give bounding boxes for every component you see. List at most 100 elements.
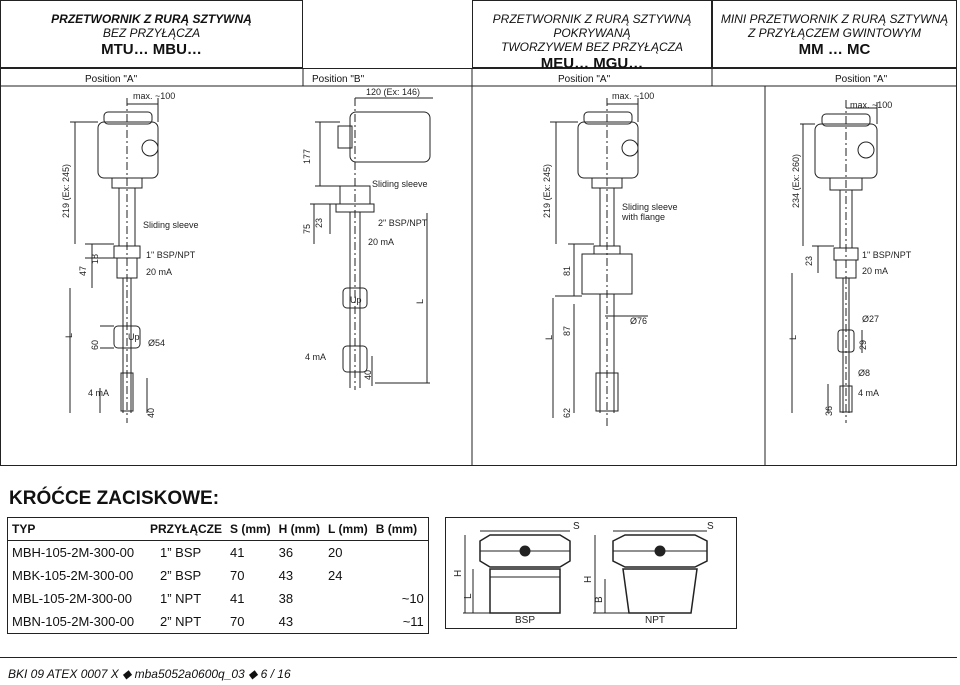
fitting1-l: L — [463, 593, 474, 599]
fitting-diagram: S S H L H B BSP NPT — [453, 521, 714, 626]
fitting-diagram-box — [445, 517, 737, 629]
col-l: L (mm) — [324, 517, 372, 541]
col-typ: TYP — [7, 517, 146, 541]
d2-top: 120 (Ex: 146) — [366, 87, 420, 97]
col-h: H (mm) — [274, 517, 325, 541]
d3-sleeve1: Sliding sleeve — [622, 202, 678, 212]
drawing-frame — [0, 68, 957, 466]
position-label: Position "A" — [558, 74, 611, 85]
cell: 41 — [230, 545, 245, 560]
cell: MBK-105-2M-300-00 — [12, 568, 134, 583]
cell: 38 — [278, 591, 294, 606]
clamp-table: TYP PRZYŁĄCZE S (mm) H (mm) L (mm) B (mm… — [7, 517, 429, 634]
header-line2: Z PRZYŁĄCZEM GWINTOWYM — [747, 26, 922, 40]
d1-sleeve: Sliding sleeve — [143, 220, 199, 230]
cell: 36 — [278, 545, 294, 560]
fitting2-s: S — [707, 521, 714, 532]
d4-20ma: 20 mA — [862, 266, 888, 276]
cell: MBL-105-2M-300-00 — [12, 591, 132, 606]
d1-20ma: 20 mA — [146, 267, 172, 277]
position-label: Position "B" — [312, 74, 365, 85]
cell: 1” BSP — [160, 545, 202, 560]
d3-height: 219 (Ex: 245) — [542, 164, 552, 218]
d2-23: 23 — [314, 218, 324, 228]
d2-thread: 2" BSP/NPT — [378, 218, 428, 228]
cell — [372, 541, 429, 565]
table-row: MBL-105-2M-300-00 1” NPT 41 38 ~10 — [8, 587, 429, 610]
technical-drawing: max. ~100 219 (Ex: 245) Sliding sleeve 1… — [0, 68, 957, 466]
cell — [324, 610, 372, 634]
d4-36: 36 — [824, 406, 834, 416]
d2-4ma: 4 mA — [305, 352, 326, 362]
fitting2-npt: NPT — [645, 615, 665, 626]
cell: 70 — [230, 568, 245, 583]
d1-60: 60 — [90, 340, 100, 350]
cell: 43 — [278, 568, 294, 583]
d2-40: 40 — [363, 370, 373, 380]
d2-75: 75 — [302, 224, 312, 234]
d1-47: 47 — [78, 266, 88, 276]
header-line1: PRZETWORNIK Z RURĄ SZTYWNĄ — [51, 12, 252, 26]
header-model: MEU… MGU… — [540, 55, 644, 72]
header-mini: MINI PRZETWORNIK Z RURĄ SZTYWNĄ Z PRZYŁĄ… — [712, 0, 957, 68]
header-model: MTU… MBU… — [101, 41, 202, 58]
cell: MBN-105-2M-300-00 — [12, 614, 135, 629]
cell: 2” NPT — [160, 614, 202, 629]
table-row: MBN-105-2M-300-00 2” NPT 70 43 ~11 — [8, 610, 429, 634]
section-title: KRÓĆCE ZACISKOWE: — [9, 488, 220, 509]
d3-L: L — [544, 335, 554, 340]
header-line1: MINI PRZETWORNIK Z RURĄ SZTYWNĄ — [720, 12, 949, 26]
cell: 43 — [278, 614, 294, 629]
d1-max: max. ~100 — [133, 91, 175, 101]
d3-87: 87 — [562, 326, 572, 336]
d1-up: Up — [128, 332, 140, 342]
d4-thread: 1" BSP/NPT — [862, 250, 912, 260]
cell — [324, 587, 372, 610]
d4-max: max. ~100 — [850, 100, 892, 110]
cell: 20 — [328, 545, 343, 560]
header-line1: PRZETWORNIK Z RURĄ SZTYWNĄ POKRYWANĄ — [492, 12, 692, 40]
d1-height: 219 (Ex: 245) — [61, 164, 71, 218]
d4-29: 29 — [858, 340, 868, 350]
d2-sleeve: Sliding sleeve — [372, 179, 428, 189]
d1-L: L — [64, 333, 74, 338]
col-b: B (mm) — [371, 517, 429, 541]
fitting1-h: H — [453, 570, 464, 577]
table-row: MBH-105-2M-300-00 1” BSP 41 36 20 — [8, 541, 429, 565]
col-s: S (mm) — [226, 517, 275, 541]
d4-dia8: Ø8 — [858, 368, 870, 378]
fitting2-h: H — [583, 576, 594, 583]
d2-L: L — [415, 299, 425, 304]
col-przylacze: PRZYŁĄCZE — [146, 517, 226, 541]
cell: ~10 — [401, 591, 424, 606]
fitting1-s: S — [573, 521, 580, 532]
cell: 24 — [328, 568, 343, 583]
page-footer: BKI 09 ATEX 0007 X ◆ mba5052a0600q_03 ◆ … — [0, 657, 957, 683]
d3-max: max. ~100 — [612, 91, 654, 101]
d1-40: 40 — [146, 408, 156, 418]
d2-177: 177 — [302, 149, 312, 164]
fitting1-bsp: BSP — [515, 615, 535, 626]
d2-up: Up — [350, 295, 362, 305]
d3-sleeve2: with flange — [621, 212, 665, 222]
header-line2: BEZ PRZYŁĄCZA — [102, 26, 201, 40]
cell: 41 — [230, 591, 245, 606]
d2-20ma: 20 mA — [368, 237, 394, 247]
header-model: MM … MC — [798, 41, 871, 58]
table-header-row: TYP PRZYŁĄCZE S (mm) H (mm) L (mm) B (mm… — [7, 517, 429, 541]
cell: 1” NPT — [160, 591, 202, 606]
header-meu: PRZETWORNIK Z RURĄ SZTYWNĄ POKRYWANĄ TWO… — [472, 0, 712, 72]
cell: 70 — [230, 614, 245, 629]
cell: MBH-105-2M-300-00 — [12, 545, 135, 560]
header-line2: TWORZYWEM BEZ PRZYŁĄCZA — [500, 40, 683, 54]
d1-18: 18 — [90, 254, 100, 264]
d1-thread: 1" BSP/NPT — [146, 250, 196, 260]
d1-dia: Ø54 — [148, 338, 165, 348]
position-label: Position "A" — [85, 74, 138, 85]
d4-23: 23 — [804, 256, 814, 266]
cell: ~11 — [402, 614, 424, 629]
d4-height: 234 (Ex: 260) — [791, 154, 801, 208]
d3-dia: Ø76 — [630, 316, 647, 326]
d4-4ma: 4 mA — [858, 388, 879, 398]
d1-4ma: 4 mA — [88, 388, 109, 398]
